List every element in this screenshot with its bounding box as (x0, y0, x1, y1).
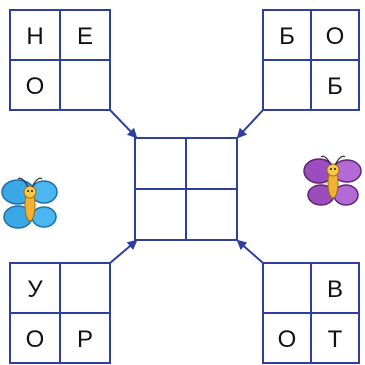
cell-top-right-1[interactable]: Б (279, 23, 295, 50)
cell-top-left-3[interactable]: О (26, 73, 45, 100)
cell-bottom-right-4[interactable]: Т (328, 326, 343, 353)
arrow-top-left (110, 110, 136, 137)
grid-top-right (263, 10, 359, 110)
cell-bottom-left-4[interactable]: Р (77, 326, 93, 353)
cell-top-left-1[interactable]: Н (26, 23, 43, 50)
arrow-bottom-right (238, 241, 263, 263)
purple-butterfly-icon (304, 156, 361, 205)
cell-top-left-2[interactable]: Е (77, 23, 93, 50)
arrow-bottom-left (110, 241, 136, 263)
cell-bottom-left-1[interactable]: У (27, 276, 43, 303)
blue-butterfly-icon (2, 178, 57, 228)
cell-top-right-2[interactable]: О (326, 23, 345, 50)
grid-center (135, 138, 237, 240)
cell-top-right-4[interactable]: Б (327, 73, 343, 100)
arrow-top-right (238, 110, 263, 137)
cell-bottom-left-3[interactable]: О (26, 326, 45, 353)
cell-bottom-right-2[interactable]: В (327, 276, 343, 303)
cell-bottom-right-3[interactable]: О (278, 326, 297, 353)
